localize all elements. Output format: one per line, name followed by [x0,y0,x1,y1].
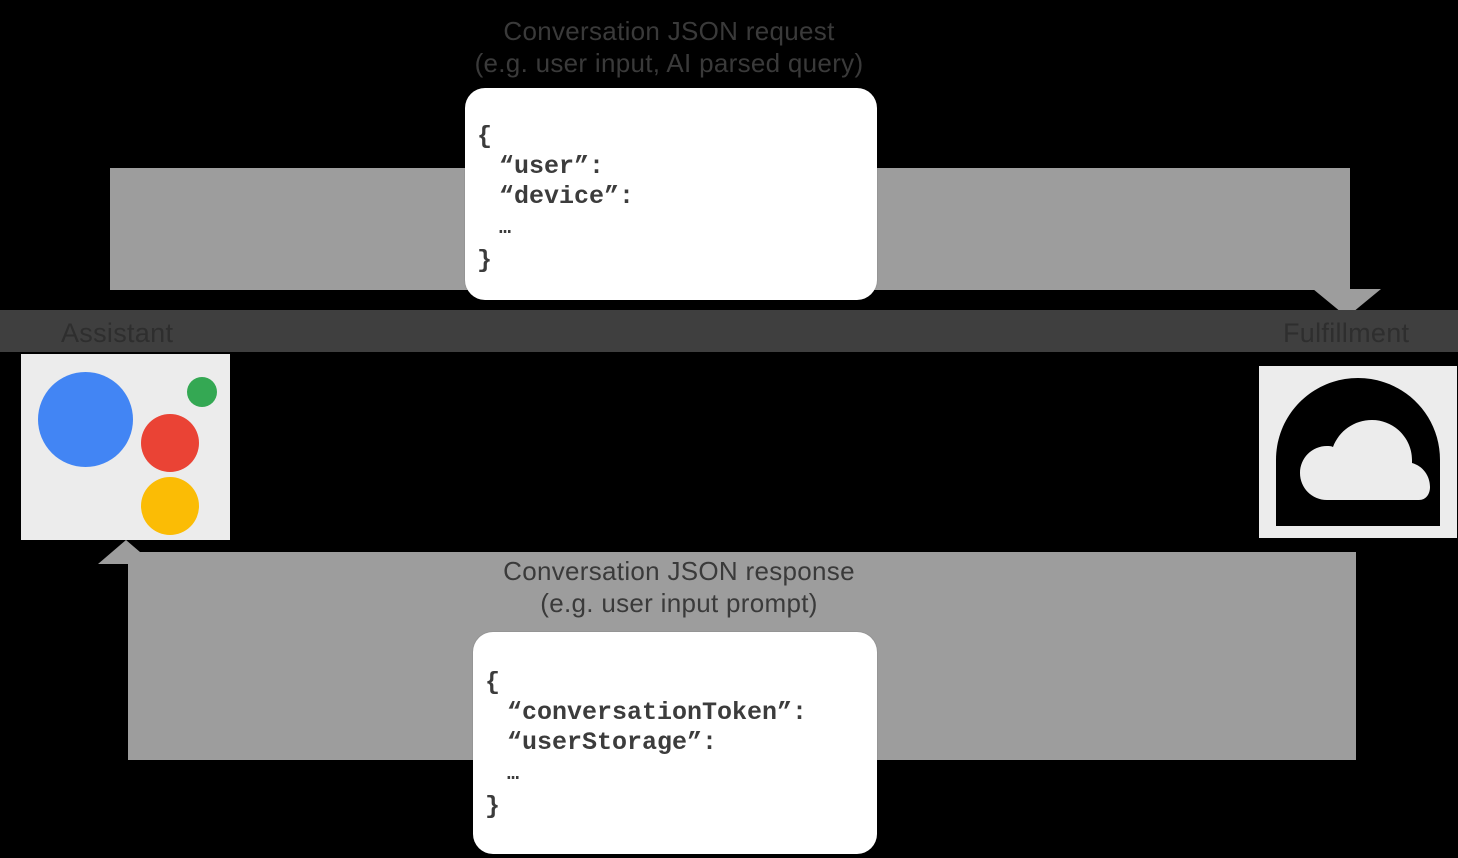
request-json-code: { “user”: “device”: … } [465,88,877,300]
assistant-label: Assistant [61,318,174,348]
json-key: “conversationToken”: [507,698,808,727]
response-json-code: { “conversationToken”: “userStorage”: … … [473,632,877,854]
json-open-brace: { [477,122,493,151]
response-caption-line1: Conversation JSON response [503,556,855,586]
json-ellipsis: … [499,217,512,240]
json-key: “userStorage”: [507,728,718,757]
json-close-brace: } [485,792,501,821]
fulfillment-node[interactable] [1259,366,1457,538]
json-key: “user”: [499,152,605,181]
json-key: “device”: [499,182,635,211]
response-caption: Conversation JSON response (e.g. user in… [389,556,969,619]
json-open-brace: { [485,668,501,697]
google-assistant-icon-dot-red [141,414,199,472]
assistant-node[interactable] [21,354,230,540]
google-assistant-icon-dot-yellow [141,477,199,535]
request-json-card: { “user”: “device”: … } [465,88,877,300]
request-caption: Conversation JSON request (e.g. user inp… [379,16,959,79]
google-assistant-icon-dot-blue [38,372,133,467]
json-close-brace: } [477,246,493,275]
request-caption-line2: (e.g. user input, AI parsed query) [474,47,864,78]
cloud-icon [1276,378,1440,526]
response-json-card: { “conversationToken”: “userStorage”: … … [473,632,877,854]
response-caption-line2: (e.g. user input prompt) [540,587,818,618]
google-assistant-icon-dot-green [187,377,217,407]
response-arrow-head-icon [98,540,154,564]
json-ellipsis: … [507,763,520,786]
node-row-strip [0,310,1458,352]
fulfillment-label: Fulfillment [1283,318,1410,348]
request-caption-line1: Conversation JSON request [503,16,835,46]
